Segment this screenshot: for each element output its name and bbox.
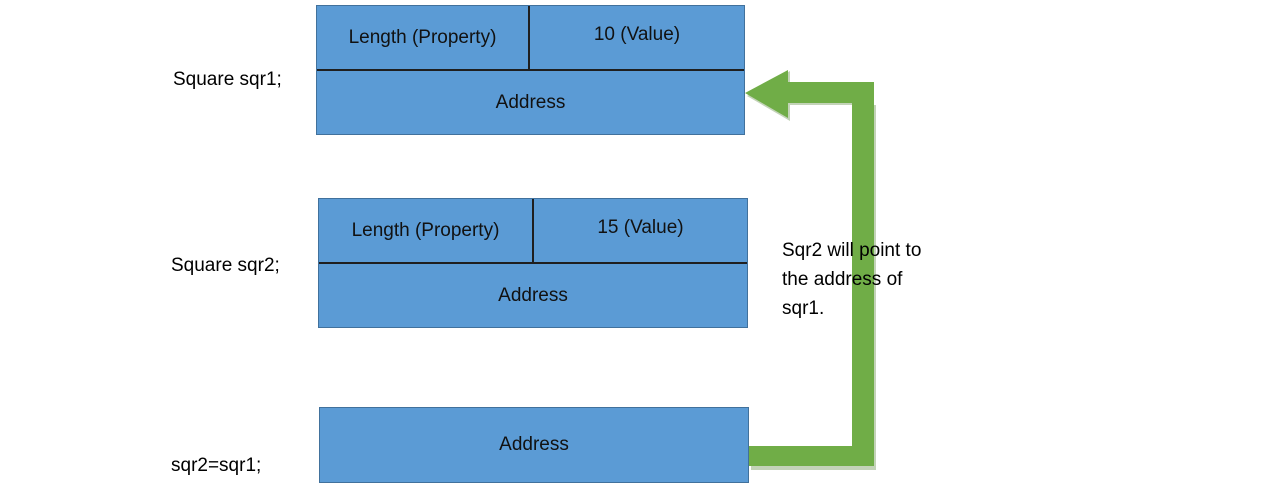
sqr2-object-box: Length (Property) 15 (Value) Address: [318, 198, 748, 328]
sqr1-value-cell: 10 (Value): [593, 23, 681, 45]
sqr1-declaration: Square sqr1;: [173, 69, 282, 90]
sqr2-declaration: Square sqr2;: [171, 255, 280, 276]
sqr1-property-row: Length (Property) 10 (Value): [317, 6, 744, 71]
sqr2-property-row: Length (Property) 15 (Value): [319, 199, 747, 264]
pointer-arrow-body: [745, 70, 874, 466]
sqr2-property-cell: Length (Property): [319, 199, 534, 262]
sqr1-property-cell: Length (Property): [317, 6, 530, 69]
sqr2-address-cell: Address: [498, 284, 568, 306]
sqr1-address-row: Address: [317, 71, 744, 134]
assign-address-box: Address: [319, 407, 749, 483]
pointer-note: Sqr2 will point to the address of sqr1.: [782, 240, 922, 319]
sqr2-value-cell: 15 (Value): [597, 216, 684, 238]
sqr2-address-row: Address: [319, 264, 747, 327]
assign-address-cell: Address: [499, 434, 569, 455]
assignment-statement: sqr2=sqr1;: [171, 455, 262, 476]
sqr1-object-box: Length (Property) 10 (Value) Address: [316, 5, 745, 135]
assign-address-row: Address: [320, 408, 748, 482]
sqr1-address-cell: Address: [495, 91, 566, 113]
